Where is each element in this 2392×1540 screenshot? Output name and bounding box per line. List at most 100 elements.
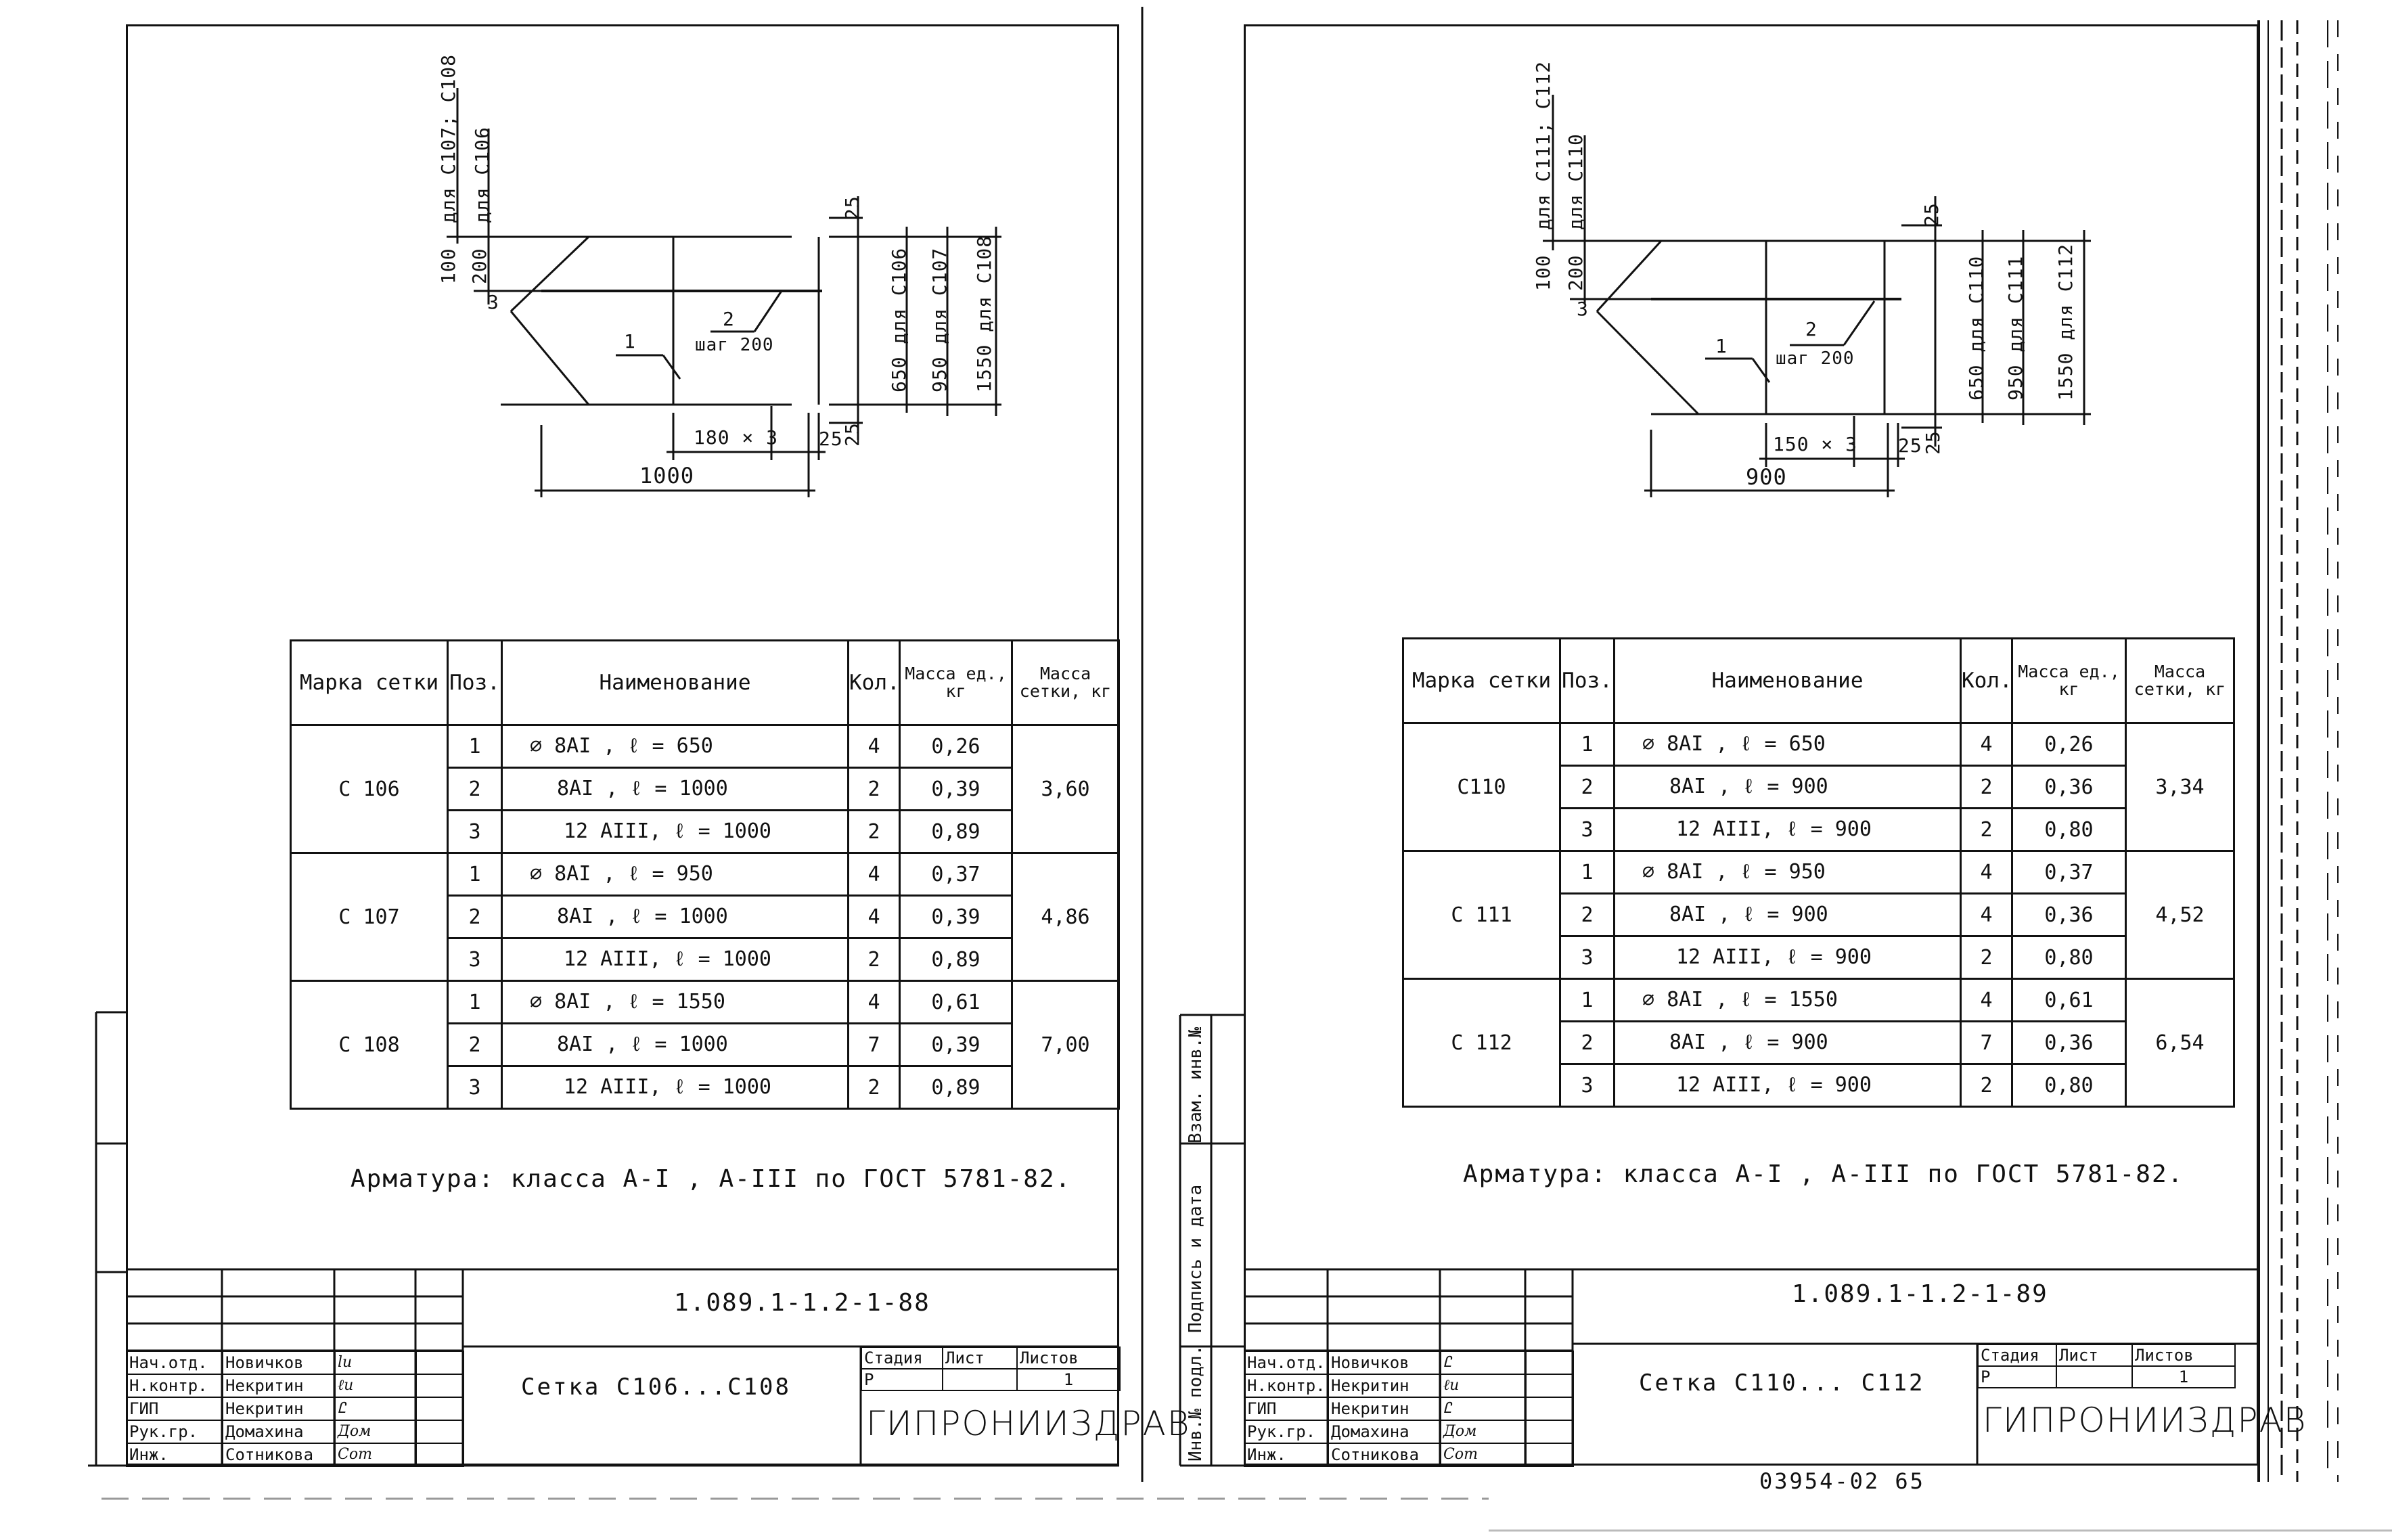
sheet-value [942, 1368, 1018, 1391]
table-header-row: Марка сетки Поз. Наименование Кол. Масса… [1402, 637, 2235, 724]
sheets-value: 1 [1016, 1368, 1121, 1391]
mark-cell: С 107 [290, 852, 449, 982]
left-reinforcement-note: Арматура: класса А-I , А-III по ГОСТ 578… [351, 1165, 1072, 1193]
header-qty: Кол. [1960, 637, 2013, 724]
mass-cell: 0,39 [899, 767, 1013, 811]
sheet-label: Лист [942, 1346, 1018, 1369]
stamp-role: Рук.гр. [126, 1420, 223, 1444]
left-dim-pitch: 180 × 3 [694, 426, 779, 449]
qty-cell: 4 [847, 980, 901, 1024]
name-cell: 12 AIII, ℓ = 1000 [501, 1065, 849, 1110]
mass-cell: 0,61 [899, 980, 1013, 1024]
mass-cell: 0,61 [2011, 978, 2127, 1022]
total-cell: 7,00 [1011, 980, 1120, 1110]
mass-cell: 0,36 [2011, 1020, 2127, 1065]
total-cell: 4,52 [2125, 850, 2235, 980]
qty-cell: 2 [847, 767, 901, 811]
name-cell: 8AI , ℓ = 1000 [501, 1022, 849, 1067]
qty-cell: 4 [847, 852, 901, 897]
sheets-value: 1 [2131, 1365, 2236, 1388]
qty-cell: 4 [1960, 850, 2013, 894]
stage-label: Стадия [1977, 1344, 2057, 1367]
left-callout-2: 2 [723, 308, 735, 330]
stamp-signature: Сот [1440, 1443, 1527, 1467]
pos-cell: 3 [447, 809, 503, 854]
mass-cell: 0,26 [2011, 722, 2127, 767]
total-cell: 3,34 [2125, 722, 2235, 852]
left-callout-1: 1 [624, 330, 636, 353]
table-row: 3 12 AIII, ℓ = 900 2 0,80 [1403, 935, 2234, 980]
left-dim-25-right: 25 [819, 428, 843, 450]
stamp-person: Домахина [222, 1420, 336, 1444]
qty-cell: 4 [1960, 978, 2013, 1022]
stamp-person: Некритин [1328, 1374, 1441, 1398]
right-spec-table: Марка сетки Поз. Наименование Кол. Масса… [1402, 637, 2235, 1108]
qty-cell: 2 [1960, 1063, 2013, 1108]
footer-code: 03954-02 65 [1759, 1468, 1925, 1494]
mass-cell: 0,89 [899, 937, 1013, 982]
header-mark: Марка сетки [1402, 637, 1561, 724]
right-callout-3: 3 [1577, 298, 1589, 320]
mark-cell: С 108 [290, 980, 449, 1110]
name-cell: ⌀ 8AI , ℓ = 950 [501, 852, 849, 897]
right-sheet-name: Сетка С110... С112 [1639, 1369, 1925, 1397]
stamp-person: Некритин [222, 1397, 336, 1421]
header-total-mass: Масса сетки, кг [1011, 639, 1120, 726]
qty-cell: 4 [847, 894, 901, 939]
name-cell: ⌀ 8AI , ℓ = 650 [501, 724, 849, 769]
stamp-role: ГИП [126, 1397, 223, 1421]
pos-cell: 1 [447, 980, 503, 1024]
table-row: 2 8AI , ℓ = 1000 4 0,39 [291, 894, 1119, 939]
left-spec-table: Марка сетки Поз. Наименование Кол. Масса… [290, 639, 1120, 1110]
table-row: 3 12 AIII, ℓ = 1000 2 0,89 [291, 1065, 1119, 1110]
stamp-date [415, 1374, 464, 1398]
table-row: 2 8AI , ℓ = 900 7 0,36 [1403, 1020, 2234, 1065]
stamp-person: Домахина [1328, 1420, 1441, 1444]
qty-cell: 4 [1960, 722, 2013, 767]
stamp-signature: Дом [334, 1420, 417, 1444]
stamp-person: Сотникова [222, 1443, 336, 1467]
stamp-date [1525, 1420, 1574, 1444]
stamp-date [1525, 1397, 1574, 1421]
table-row: 3 12 AIII, ℓ = 1000 2 0,89 [291, 937, 1119, 982]
name-cell: ⌀ 8AI , ℓ = 950 [1613, 850, 1962, 894]
left-doc-number: 1.089.1-1.2-1-88 [674, 1289, 930, 1317]
left-sheet-name: Сетка С106...С108 [521, 1374, 791, 1401]
stamp-signature: lu [334, 1351, 417, 1375]
pos-cell: 3 [1559, 1063, 1615, 1108]
stamp-date [415, 1443, 464, 1467]
pos-cell: 2 [1559, 765, 1615, 809]
pos-cell: 1 [447, 852, 503, 897]
stamp-date [1525, 1374, 1574, 1398]
right-callout-2: 2 [1805, 318, 1818, 340]
qty-cell: 2 [1960, 765, 2013, 809]
pos-cell: 1 [447, 724, 503, 769]
right-dim-pitch: 150 × 3 [1773, 433, 1858, 455]
mark-cell: С 112 [1402, 978, 1561, 1108]
right-org-name: ГИПРОНИИЗДРАВ [1983, 1401, 2307, 1440]
header-pos: Поз. [1559, 637, 1615, 724]
name-cell: 8AI , ℓ = 900 [1613, 1020, 1962, 1065]
stamp-role: Нач.отд. [126, 1351, 223, 1375]
pos-cell: 1 [1559, 722, 1615, 767]
stamp-date [415, 1351, 464, 1375]
name-cell: 8AI , ℓ = 900 [1613, 892, 1962, 937]
name-cell: 12 AIII, ℓ = 900 [1613, 1063, 1962, 1108]
qty-cell: 2 [847, 1065, 901, 1110]
table-row: 2 8AI , ℓ = 900 2 0,36 [1403, 765, 2234, 809]
stamp-signature: ℓu [334, 1374, 417, 1398]
stamp-person: Некритин [222, 1374, 336, 1398]
table-row: 2 8AI , ℓ = 1000 2 0,39 [291, 767, 1119, 811]
pos-cell: 3 [1559, 935, 1615, 980]
stamp-signature: ℓu [1440, 1374, 1527, 1398]
